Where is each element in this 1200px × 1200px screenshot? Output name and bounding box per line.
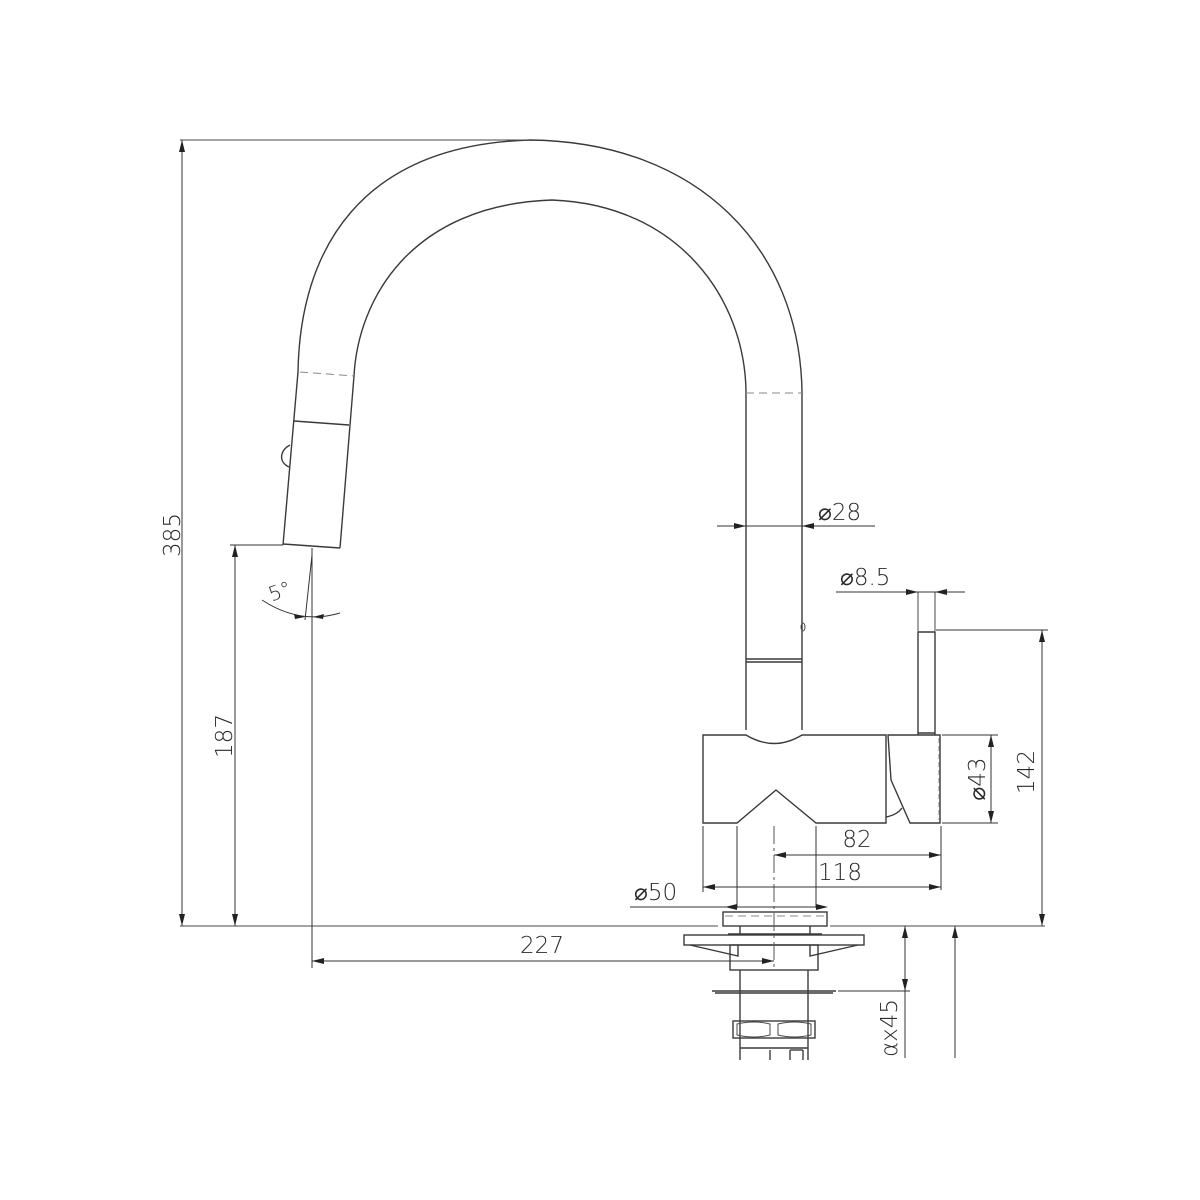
spout	[180, 139, 806, 730]
spout-pin	[800, 622, 806, 632]
label-dia-8-5: ⌀8.5	[840, 565, 890, 591]
spray-head-right-edge	[339, 375, 355, 549]
label-118: 118	[818, 860, 862, 886]
label-187: 187	[212, 714, 238, 758]
dim-spout-angle: 5°	[261, 548, 341, 968]
dim-body-length: 118	[702, 826, 941, 892]
tap-body	[702, 592, 941, 824]
dim-bench-thickness: αx45	[838, 926, 958, 1058]
escutcheon	[722, 911, 828, 927]
nut-face-right	[777, 1021, 812, 1038]
label-142: 142	[1014, 750, 1040, 794]
dim-lever-height: 142	[936, 629, 1048, 926]
spout-inner-curve	[353, 199, 747, 393]
dim-spout-diameter: ⌀28	[717, 500, 875, 529]
body-outline	[702, 734, 887, 824]
spray-head-outlet	[282, 543, 341, 549]
spray-head-joint-1	[299, 371, 355, 377]
plate-bevel-right	[809, 944, 859, 957]
label-5deg: 5°	[265, 576, 295, 606]
nut	[732, 1020, 816, 1039]
nut-face-left	[736, 1021, 771, 1038]
label-dia-28: ⌀28	[818, 500, 861, 526]
label-227: 227	[520, 933, 564, 959]
spray-button	[280, 444, 291, 468]
spout-outer-curve	[297, 139, 803, 393]
label-82: 82	[842, 827, 871, 853]
label-dia-50: ⌀50	[634, 880, 677, 906]
spray-head-left-edge	[282, 371, 299, 546]
spray-head-joint-2	[293, 420, 350, 426]
label-ax45: αx45	[877, 999, 903, 1057]
dim-body-diameter: ⌀43	[942, 734, 998, 824]
lever-fillet	[885, 807, 903, 818]
label-385: 385	[160, 513, 186, 557]
dim-base-diameter: ⌀50	[630, 826, 828, 910]
label-dia-43: ⌀43	[965, 757, 991, 800]
dim-outlet-height: 187	[212, 544, 283, 926]
mounting-base	[180, 911, 1045, 1060]
dim-centre-to-lever: 82	[774, 826, 942, 890]
dim-lever-diameter: ⌀8.5	[836, 565, 965, 595]
dim-spout-reach: 227	[312, 933, 774, 964]
plate-bevel-left	[689, 944, 739, 957]
lever-block	[887, 734, 941, 824]
dim-overall-height: 385	[160, 140, 186, 926]
